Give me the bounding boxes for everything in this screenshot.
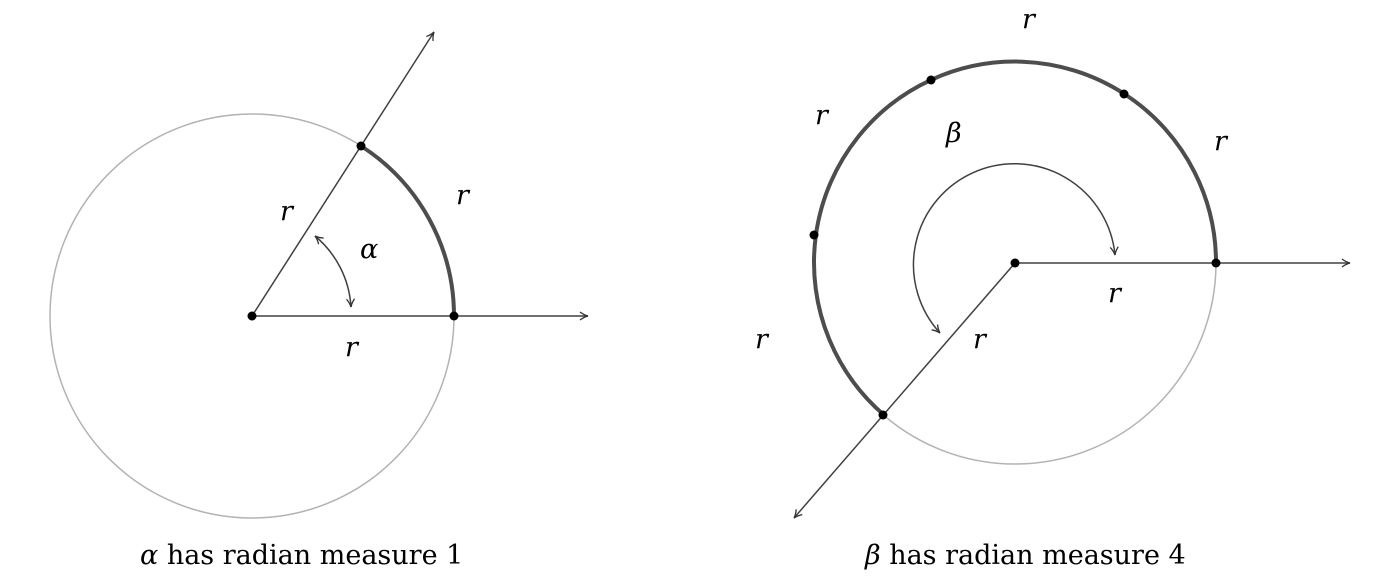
left-radius-label-horizontal: r — [345, 332, 360, 363]
left-arc-length-r — [359, 144, 456, 317]
right-caption: β has radian measure 4 — [864, 540, 1186, 571]
right-point-4 — [878, 410, 888, 420]
left-caption-text: has radian measure 1 — [158, 540, 463, 571]
right-radius-label-ray: r — [973, 324, 988, 355]
left-caption-symbol: α — [140, 540, 158, 571]
right-caption-text: has radian measure 4 — [881, 540, 1186, 571]
right-arc-label-3: r — [815, 100, 830, 131]
right-radius-label-horizontal: r — [1108, 278, 1123, 309]
left-angle-label: α — [360, 234, 378, 265]
right-point-3 — [809, 230, 819, 240]
left-arc-label: r — [456, 180, 471, 211]
right-angle-label: β — [945, 118, 962, 149]
left-point-1 — [356, 141, 366, 151]
left-angled-ray — [251, 31, 435, 317]
right-caption-symbol: β — [864, 540, 881, 571]
right-point-2 — [926, 75, 936, 85]
right-arc-label-4: r — [755, 324, 770, 355]
right-angled-ray — [793, 262, 1016, 519]
right-arc-label-2: r — [1022, 4, 1037, 35]
right-point-0 — [1211, 258, 1221, 268]
right-arc-length-4r — [812, 59, 1219, 417]
right-figure: r r r r r r β β has radian measure 4 — [755, 4, 1351, 571]
left-caption: α has radian measure 1 — [140, 540, 463, 571]
right-point-1 — [1119, 89, 1129, 99]
right-center-point — [1010, 258, 1020, 268]
left-center-point — [247, 311, 257, 321]
left-angle-arc — [314, 235, 356, 308]
right-angle-arc — [912, 163, 1119, 334]
left-point-0 — [449, 311, 459, 321]
left-radius-label-ray: r — [280, 196, 295, 227]
right-arc-label-1: r — [1214, 126, 1229, 157]
left-figure: r r r α α has radian measure 1 — [49, 31, 589, 571]
